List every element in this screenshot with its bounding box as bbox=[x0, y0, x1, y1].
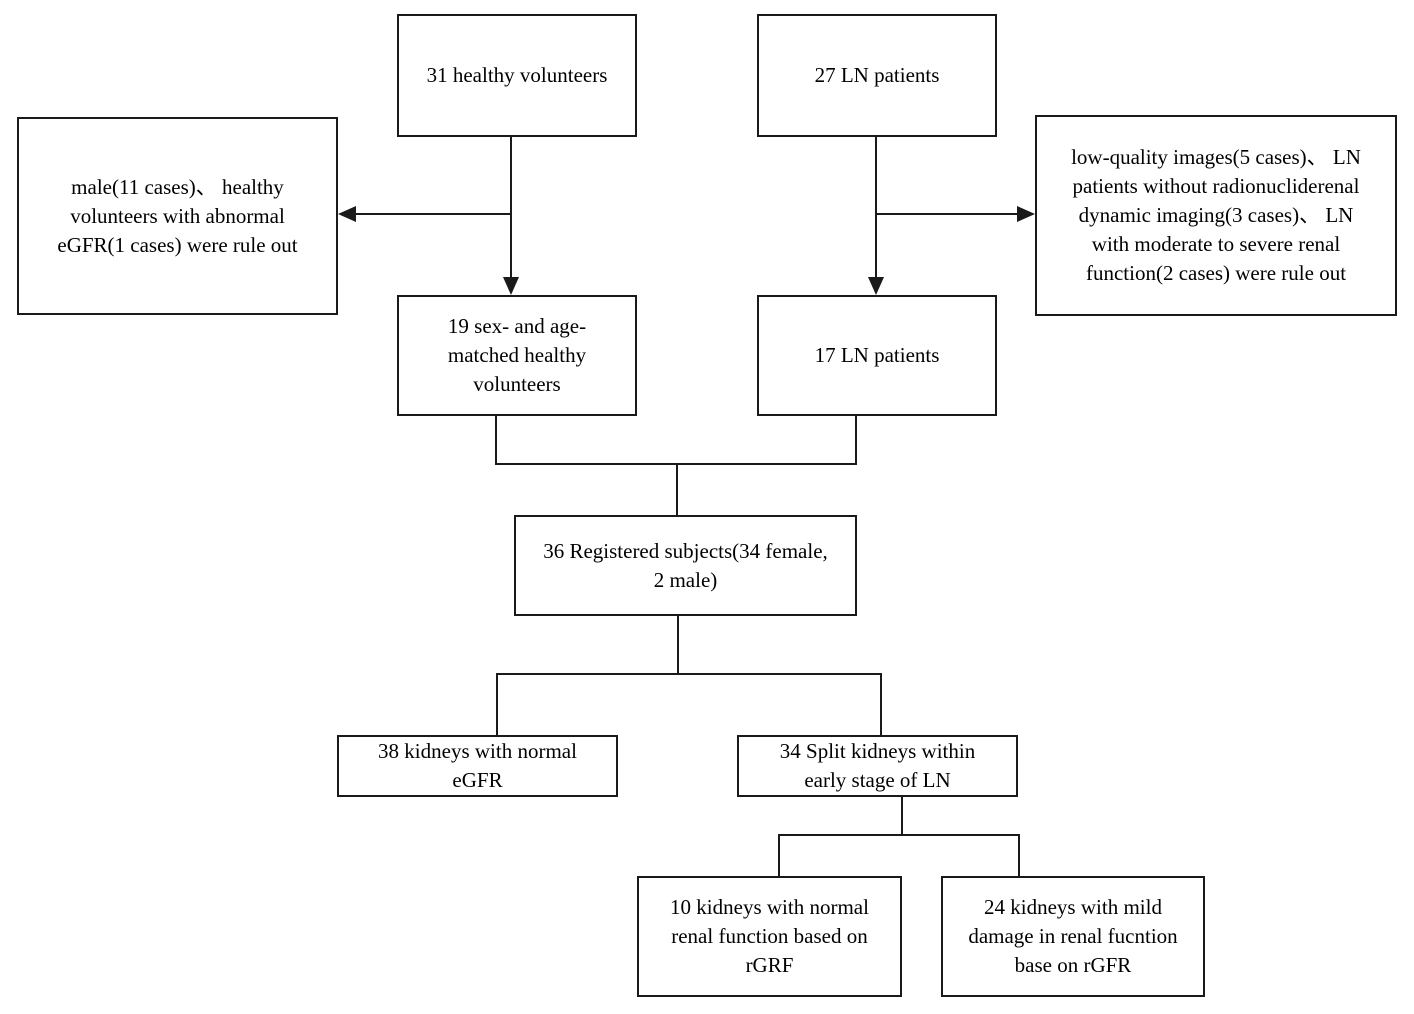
connector-split2-to-normal-rgrf bbox=[778, 834, 780, 876]
box-ln-patients-initial: 27 LN patients bbox=[757, 14, 997, 137]
box-kidneys-mild-damage-label: 24 kidneys with mild damage in renal fuc… bbox=[968, 895, 1178, 977]
connector-split1-to-normal-egfr bbox=[496, 673, 498, 735]
connector-branch-to-left-exclusion bbox=[354, 213, 512, 215]
box-ln-patients-included-label: 17 LN patients bbox=[814, 343, 940, 367]
box-healthy-volunteers-initial: 31 healthy volunteers bbox=[397, 14, 637, 137]
arrowhead-right-into-exclusion-icon bbox=[1017, 206, 1035, 222]
box-kidneys-mild-damage: 24 kidneys with mild damage in renal fuc… bbox=[941, 876, 1205, 997]
box-registered-subjects: 36 Registered subjects(34 female, 2 male… bbox=[514, 515, 857, 616]
box-kidneys-normal-egfr: 38 kidneys with normal eGFR bbox=[337, 735, 618, 797]
box-registered-subjects-label: 36 Registered subjects(34 female, 2 male… bbox=[543, 538, 828, 592]
arrowhead-down-into-matched-icon bbox=[503, 277, 519, 295]
connector-merge-to-registered bbox=[676, 463, 678, 515]
arrowhead-left-into-exclusion-icon bbox=[338, 206, 356, 222]
connector-split2-horizontal bbox=[778, 834, 1020, 836]
box-excluded-healthy-volunteers: male(11 cases)、 healthy volunteers with … bbox=[17, 117, 338, 315]
box-kidneys-normal-rgrf-label: 10 kidneys with normal renal function ba… bbox=[670, 895, 869, 977]
connector-split-kidneys-down bbox=[901, 797, 903, 836]
box-healthy-volunteers-initial-label: 31 healthy volunteers bbox=[426, 63, 608, 87]
connector-matched-down bbox=[495, 416, 497, 464]
connector-healthy-initial-to-matched bbox=[510, 137, 512, 279]
connector-included-down bbox=[855, 416, 857, 464]
box-ln-patients-initial-label: 27 LN patients bbox=[814, 63, 940, 87]
box-kidneys-split-ln-label: 34 Split kidneys within early stage of L… bbox=[779, 739, 976, 792]
box-excluded-ln-patients-label: low-quality images(5 cases)、 LN patients… bbox=[1071, 145, 1361, 285]
box-ln-patients-included: 17 LN patients bbox=[757, 295, 997, 416]
connector-split1-to-split-kidneys bbox=[880, 673, 882, 735]
connector-registered-down bbox=[677, 616, 679, 675]
connector-ln-initial-to-included bbox=[875, 137, 877, 279]
box-kidneys-normal-egfr-label: 38 kidneys with normal eGFR bbox=[378, 739, 577, 792]
arrowhead-down-into-included-icon bbox=[868, 277, 884, 295]
box-kidneys-normal-rgrf: 10 kidneys with normal renal function ba… bbox=[637, 876, 902, 997]
box-excluded-ln-patients: low-quality images(5 cases)、 LN patients… bbox=[1035, 115, 1397, 316]
box-kidneys-split-ln: 34 Split kidneys within early stage of L… bbox=[737, 735, 1018, 797]
connector-branch-to-right-exclusion bbox=[877, 213, 1017, 215]
box-excluded-healthy-volunteers-label: male(11 cases)、 healthy volunteers with … bbox=[57, 174, 298, 257]
connector-split2-to-mild-damage bbox=[1018, 834, 1020, 876]
connector-split1-horizontal bbox=[496, 673, 882, 675]
box-healthy-volunteers-matched: 19 sex- and age- matched healthy volunte… bbox=[397, 295, 637, 416]
box-healthy-volunteers-matched-label: 19 sex- and age- matched healthy volunte… bbox=[447, 314, 587, 396]
